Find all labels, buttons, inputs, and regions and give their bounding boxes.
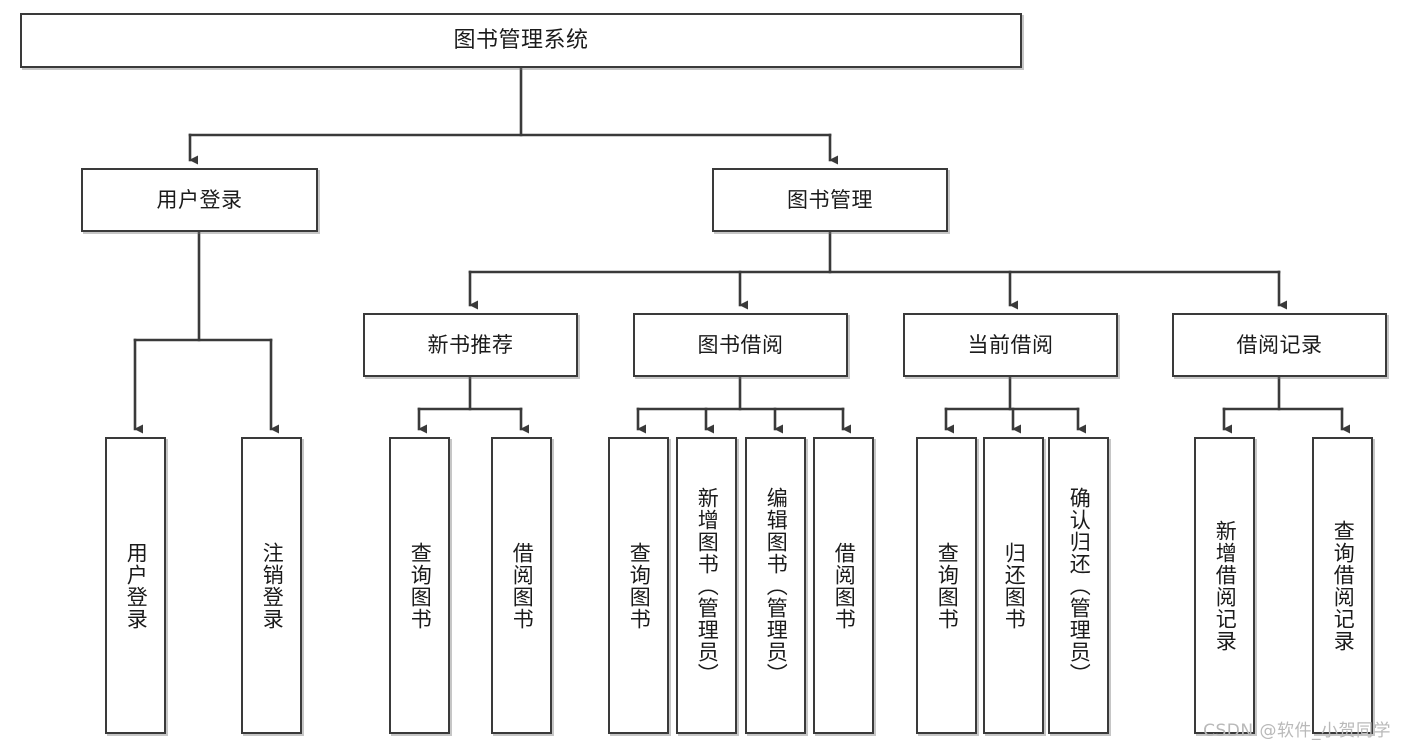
node-leaf-query-book-1[interactable]: 查询图书 <box>389 437 450 734</box>
node-borrow-record[interactable]: 借阅记录 <box>1172 313 1387 377</box>
node-book-manage[interactable]: 图书管理 <box>712 168 948 232</box>
node-leaf-confirm-return[interactable]: 确认归还（管理员） <box>1048 437 1109 734</box>
node-current-borrow[interactable]: 当前借阅 <box>903 313 1118 377</box>
node-label: 新书推荐 <box>427 332 514 357</box>
node-new-book-recommend[interactable]: 新书推荐 <box>363 313 578 377</box>
node-leaf-edit-book[interactable]: 编辑图书（管理员） <box>745 437 806 734</box>
node-label: 用户登录 <box>156 187 243 212</box>
node-label: 查询借阅记录 <box>1331 519 1356 652</box>
node-label: 新增图书（管理员） <box>695 486 720 685</box>
node-leaf-borrow-book-2[interactable]: 借阅图书 <box>813 437 874 734</box>
node-leaf-query-record[interactable]: 查询借阅记录 <box>1312 437 1373 734</box>
node-label: 确认归还（管理员） <box>1067 486 1092 685</box>
node-label: 图书管理 <box>787 187 873 212</box>
node-leaf-return-book[interactable]: 归还图书 <box>983 437 1044 734</box>
node-leaf-add-book[interactable]: 新增图书（管理员） <box>676 437 737 734</box>
node-label: 图书借阅 <box>697 332 784 357</box>
node-leaf-query-book-3[interactable]: 查询图书 <box>916 437 977 734</box>
node-label: 归还图书 <box>1002 541 1027 630</box>
node-leaf-user-logout[interactable]: 注销登录 <box>241 437 302 734</box>
node-label: 当前借阅 <box>967 332 1054 357</box>
node-label: 查询图书 <box>627 541 652 630</box>
node-label: 注销登录 <box>260 541 285 630</box>
node-leaf-query-book-2[interactable]: 查询图书 <box>608 437 669 734</box>
node-book-borrow[interactable]: 图书借阅 <box>633 313 848 377</box>
node-label: 查询图书 <box>408 541 433 630</box>
node-user-login[interactable]: 用户登录 <box>81 168 318 232</box>
node-book-management-system[interactable]: 图书管理系统 <box>20 13 1022 68</box>
csdn-watermark: CSDN @软件_小贺同学 <box>1203 721 1391 741</box>
node-label: 借阅记录 <box>1236 332 1323 357</box>
node-leaf-add-record[interactable]: 新增借阅记录 <box>1194 437 1255 734</box>
node-label: 借阅图书 <box>510 541 535 630</box>
node-label: 查询图书 <box>935 541 960 630</box>
node-label: 新增借阅记录 <box>1213 519 1238 652</box>
node-label: 用户登录 <box>124 541 149 630</box>
node-label: 编辑图书（管理员） <box>764 486 789 685</box>
node-leaf-borrow-book-1[interactable]: 借阅图书 <box>491 437 552 734</box>
node-label: 借阅图书 <box>832 541 857 630</box>
node-leaf-user-login[interactable]: 用户登录 <box>105 437 166 734</box>
node-label: 图书管理系统 <box>453 27 589 53</box>
